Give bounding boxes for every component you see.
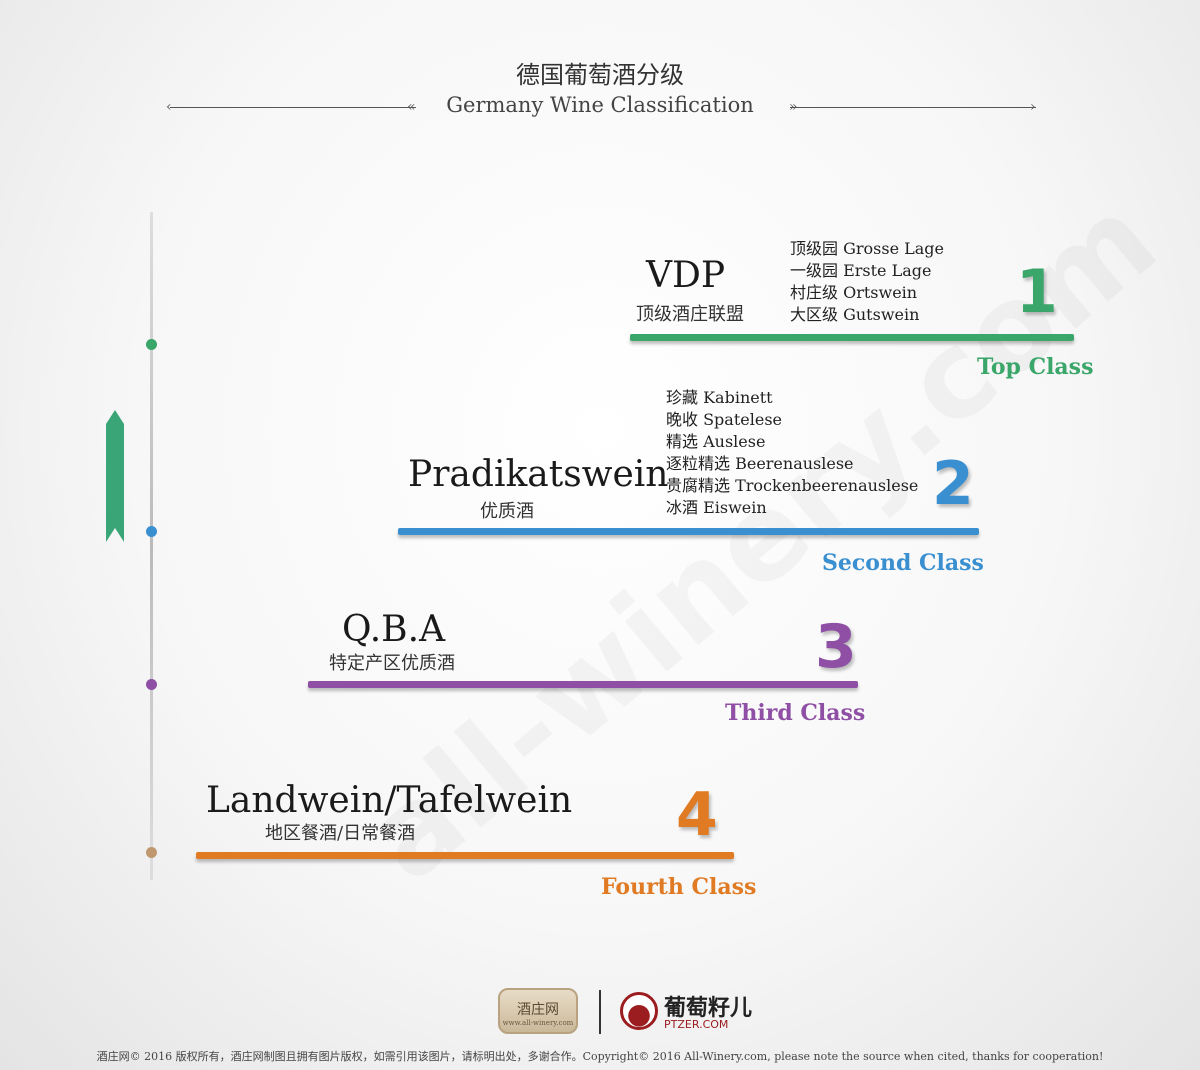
timeline-dot-4 <box>146 847 157 858</box>
level-3-bar <box>308 681 858 688</box>
timeline-dot-1 <box>146 339 157 350</box>
left-chevron-icon: « <box>407 99 416 115</box>
title-chinese: 德国葡萄酒分级 <box>516 61 684 89</box>
timeline-axis <box>150 212 153 880</box>
level-2-sub-item: 精选 Auslese <box>666 432 766 451</box>
level-1-sub-item: 村庄级 Ortswein <box>790 283 918 302</box>
level-1-number: 1 <box>1016 257 1058 327</box>
level-3-name: Q.B.A <box>342 609 446 650</box>
wine-glass-logo-icon <box>620 992 658 1030</box>
level-3-number: 3 <box>815 612 857 682</box>
level-4-name: Landwein/Tafelwein <box>206 780 573 821</box>
level-3-class-label: Third Class <box>725 700 866 726</box>
level-1-sub-item: 顶级园 Grosse Lage <box>790 239 945 258</box>
footer-logos: 酒庄网 www.all-winery.com 葡萄籽儿 PTZER.COM <box>0 988 1200 1038</box>
level-4-bar <box>196 852 734 859</box>
up-arrow-ribbon-icon <box>106 410 124 542</box>
ptzer-logo-cn: 葡萄籽儿 <box>664 996 753 1021</box>
ptzer-logo-en: PTZER.COM <box>664 1018 729 1031</box>
level-2-sub-item: 逐粒精选 Beerenauslese <box>666 454 854 473</box>
left-arrow-icon: ‹ <box>166 99 172 115</box>
level-1-sub-item: 大区级 Gutswein <box>790 305 920 324</box>
seal-text: 酒庄网 <box>517 1002 559 1018</box>
level-1-bar <box>630 334 1074 341</box>
level-1-sub-item: 一级园 Erste Lage <box>790 261 932 280</box>
level-2-number: 2 <box>932 449 974 519</box>
copyright-notice: 酒庄网© 2016 版权所有，酒庄网制图且拥有图片版权，如需引用该图片，请标明出… <box>96 1050 1104 1063</box>
level-2-sub-item: 珍藏 Kabinett <box>666 388 773 407</box>
title-english: Germany Wine Classification <box>446 93 754 117</box>
level-3-name-cn: 特定产区优质酒 <box>329 653 455 674</box>
seal-url: www.all-winery.com <box>502 1019 574 1027</box>
timeline-dot-3 <box>146 679 157 690</box>
level-2-name: Pradikatswein <box>408 454 669 495</box>
level-2-sub-item: 贵腐精选 Trockenbeerenauslese <box>666 476 919 495</box>
title-right-rule <box>790 107 1036 108</box>
level-2-bar <box>398 528 979 535</box>
level-2-sub-item: 冰酒 Eiswein <box>666 498 767 517</box>
level-2-sub-item: 晚收 Spatelese <box>666 410 782 429</box>
level-1-class-label: Top Class <box>977 354 1094 380</box>
level-1-name-cn: 顶级酒庄联盟 <box>636 304 744 325</box>
logo-separator <box>599 990 601 1034</box>
level-2-name-cn: 优质酒 <box>480 501 534 522</box>
level-1-subcategories: 顶级园 Grosse Lage 一级园 Erste Lage 村庄级 Ortsw… <box>790 238 944 326</box>
level-4-class-label: Fourth Class <box>601 874 757 900</box>
level-1-name: VDP <box>646 255 726 296</box>
all-winery-seal-logo: 酒庄网 www.all-winery.com <box>498 988 578 1034</box>
level-4-number: 4 <box>676 780 718 850</box>
right-chevron-icon: » <box>789 99 798 115</box>
title-left-rule <box>170 107 416 108</box>
right-arrow-icon: › <box>1030 99 1036 115</box>
level-2-subcategories: 珍藏 Kabinett 晚收 Spatelese 精选 Auslese 逐粒精选… <box>666 387 918 519</box>
level-2-class-label: Second Class <box>822 550 984 576</box>
level-4-name-cn: 地区餐酒/日常餐酒 <box>265 823 416 844</box>
timeline-dot-2 <box>146 526 157 537</box>
